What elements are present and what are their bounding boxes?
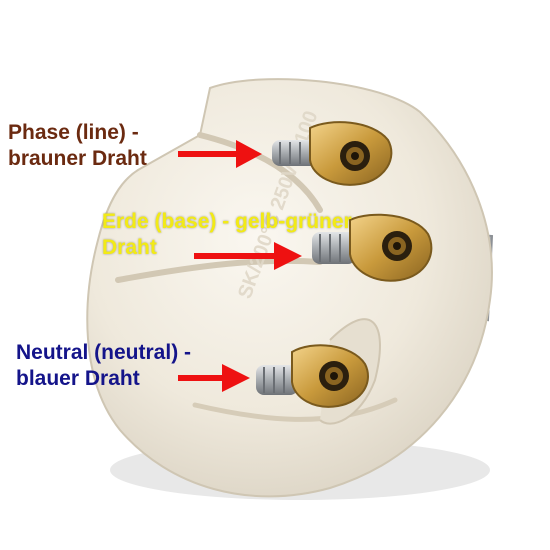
label-erde-line2: Draht: [102, 236, 157, 259]
ceramic-groove-middle: [115, 257, 323, 283]
phase-terminal: [272, 121, 393, 186]
label-phase-line1: Phase (line) -: [8, 121, 139, 144]
label-phase-line2: brauner Draht: [8, 147, 147, 170]
label-erde: Erde (base) - gelb-grüner Draht: [102, 209, 352, 261]
ceramic-groove-top: [197, 132, 323, 213]
arrow-neutral: [178, 364, 250, 392]
label-neutral: Neutral (neutral) - blauer Draht: [16, 340, 191, 392]
label-phase: Phase (line) - brauner Draht: [8, 120, 147, 172]
ground-terminal: [312, 213, 433, 282]
label-erde-line1: Erde (base) - gelb-grüner: [102, 210, 352, 233]
label-neutral-line1: Neutral (neutral) -: [16, 341, 192, 364]
arrow-phase: [178, 140, 262, 168]
ceramic-body: [86, 78, 493, 498]
label-neutral-line2: blauer Draht: [16, 367, 140, 390]
neutral-terminal: [256, 344, 369, 408]
arrow-erde: [194, 242, 302, 270]
ceramic-groove-bottom: [192, 397, 398, 422]
